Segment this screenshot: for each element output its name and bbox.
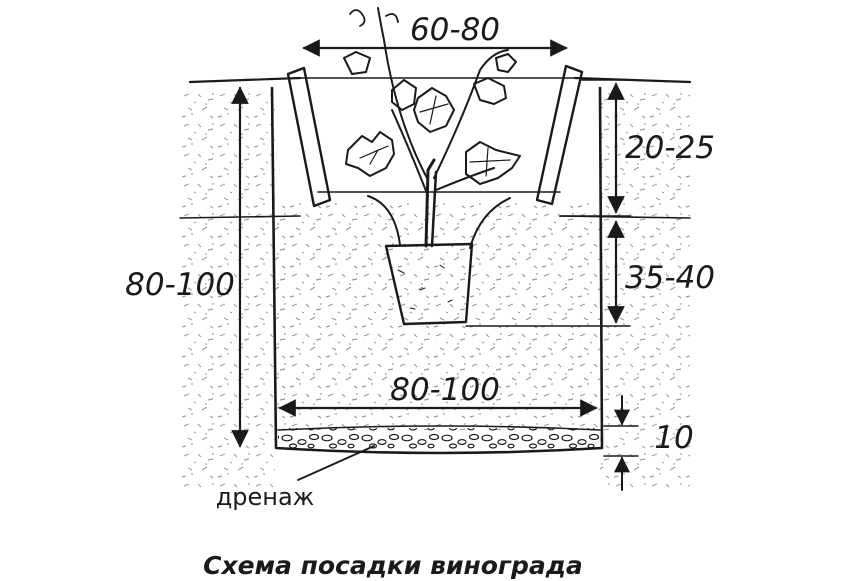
drainage-thickness-label: 10 xyxy=(654,420,693,456)
dim-bottom-width: 80-100 xyxy=(278,372,598,417)
right-board xyxy=(535,64,584,206)
top-width-label: 60-80 xyxy=(410,12,500,48)
ground-surface xyxy=(188,76,692,84)
drainage-top-line xyxy=(277,425,601,431)
total-depth-label: 80-100 xyxy=(125,267,235,303)
drainage-layer xyxy=(278,428,600,450)
dim-total-depth: 80-100 xyxy=(125,86,249,448)
middle-depth-label: 35-40 xyxy=(625,260,715,296)
drainage-callout: дренаж xyxy=(216,445,375,511)
pot-soil xyxy=(397,264,453,310)
dim-middle-depth: 35-40 xyxy=(465,220,715,327)
dim-drainage-thickness: 10 xyxy=(603,395,694,491)
vine-plant xyxy=(349,7,509,248)
left-board xyxy=(286,66,332,208)
upper-depth-label: 20-25 xyxy=(625,130,715,166)
seedling-pot xyxy=(384,242,474,326)
bottom-width-label: 80-100 xyxy=(390,372,500,408)
dim-top-width: 60-80 xyxy=(302,12,568,57)
drainage-label: дренаж xyxy=(216,483,315,511)
soil-cone xyxy=(367,195,511,249)
dim-upper-depth: 20-25 xyxy=(559,79,715,217)
surrounding-soil xyxy=(180,88,690,488)
diagram-caption: Схема посадки винограда xyxy=(203,551,583,580)
